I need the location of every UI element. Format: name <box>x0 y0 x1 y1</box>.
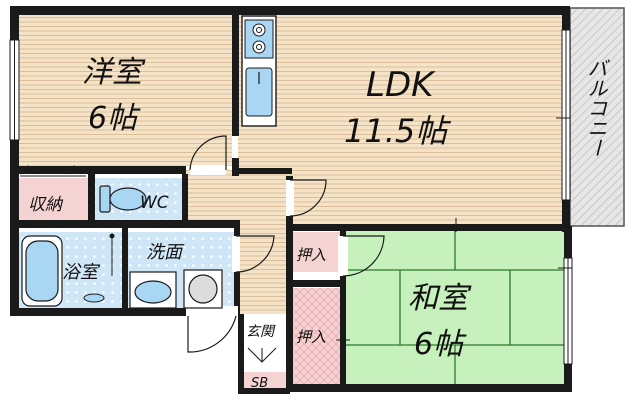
stove-burner-icon <box>252 40 266 54</box>
toilet-icon <box>99 185 147 213</box>
kitchen-counter <box>241 15 277 127</box>
western-room-size: 6帖 <box>88 101 141 136</box>
storage-shelf-marks <box>19 165 86 177</box>
door-western-room <box>189 135 227 171</box>
japanese-room-size: 6帖 <box>414 327 467 362</box>
bath-drain-icon <box>83 293 105 303</box>
closet-lower-label: 押入 <box>296 328 326 346</box>
floors <box>18 7 625 390</box>
shoebox-floor <box>244 372 286 390</box>
door-washroom <box>235 235 275 273</box>
doors <box>186 135 385 353</box>
hall-floor <box>186 170 290 226</box>
door-ldk <box>289 179 327 217</box>
closet-upper-label: 押入 <box>296 246 326 264</box>
bathtub-icon <box>21 235 63 307</box>
door-entrance <box>187 315 237 353</box>
japanese-room-name: 和室 <box>408 281 472 316</box>
tatami-mat-lines <box>346 230 564 384</box>
storage-floor <box>18 178 88 220</box>
door-japanese-room <box>342 235 385 277</box>
washroom-label: 洗面 <box>146 242 185 263</box>
shoe-box-label: SB <box>251 376 268 391</box>
wash-basin-icon <box>129 271 177 309</box>
corridor-floor <box>238 226 290 314</box>
shoe-box-marks <box>247 347 277 363</box>
entrance-label: 玄関 <box>246 324 276 340</box>
kitchen-sink-icon <box>245 67 273 117</box>
balcony-label: バルコニー <box>584 58 608 158</box>
closet-lower-floor <box>292 288 340 384</box>
shower-icon <box>109 233 115 276</box>
washing-machine-icon <box>183 269 223 309</box>
ldk-name: LDK <box>366 65 436 105</box>
storage-label: 収納 <box>28 195 64 215</box>
western-room-name: 洋室 <box>82 55 146 90</box>
wall-marks <box>336 117 572 341</box>
closet-upper-floor <box>292 232 340 272</box>
ldk-size: 11.5帖 <box>344 112 451 150</box>
bath-label: 浴室 <box>62 262 101 283</box>
stove-burner-icon <box>252 23 266 37</box>
wc-label: WC <box>140 193 169 213</box>
entrance-floor <box>244 320 286 372</box>
western-room-floor <box>18 14 232 166</box>
